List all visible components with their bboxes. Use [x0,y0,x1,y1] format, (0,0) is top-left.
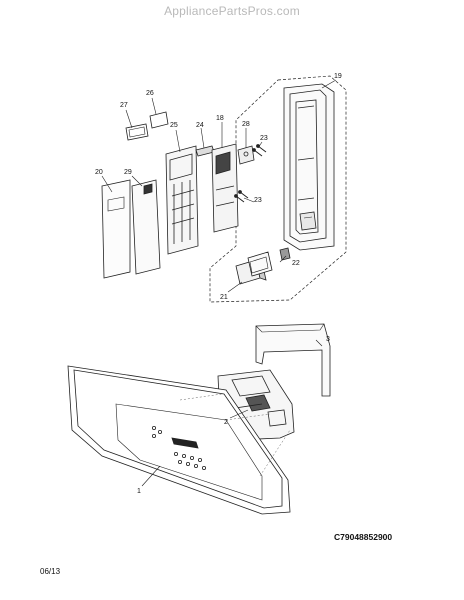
callout-23-lower: 23 [254,197,262,204]
part-20-overlay-panel [101,179,131,279]
callout-2: 2 [224,419,228,426]
callout-24: 24 [196,122,204,129]
callout-26: 26 [146,90,154,97]
callout-1: 1 [137,488,141,495]
callout-28: 28 [242,121,250,128]
part-28-bracket [237,145,255,165]
part-23-screws-lower [234,190,249,203]
callout-3: 3 [326,336,330,343]
callout-27: 27 [120,102,128,109]
diagram-code: C79048852900 [334,532,393,542]
leader-lines [101,79,337,487]
part-21-module [235,251,273,285]
projection-lines [179,393,291,477]
part-29-membrane [131,179,161,275]
revision-date: 06/13 [40,567,61,576]
callout-22: 22 [292,260,300,267]
part-27-window [125,123,149,141]
part-25-keypad-board [165,145,199,255]
part-24-cable [195,145,215,157]
callout-23-upper: 23 [260,135,268,142]
part-19-frame [283,83,335,251]
part-22-clip [279,247,291,261]
part-3-handle [255,323,331,397]
callout-21: 21 [220,294,228,301]
part-26-lens [149,111,169,129]
callout-19: 19 [334,73,342,80]
callout-29: 29 [124,169,132,176]
callout-20: 20 [95,169,103,176]
part-18-control-board [211,143,239,233]
callout-18: 18 [216,115,224,122]
callout-25: 25 [170,122,178,129]
watermark: AppliancePartsPros.com [164,4,300,18]
